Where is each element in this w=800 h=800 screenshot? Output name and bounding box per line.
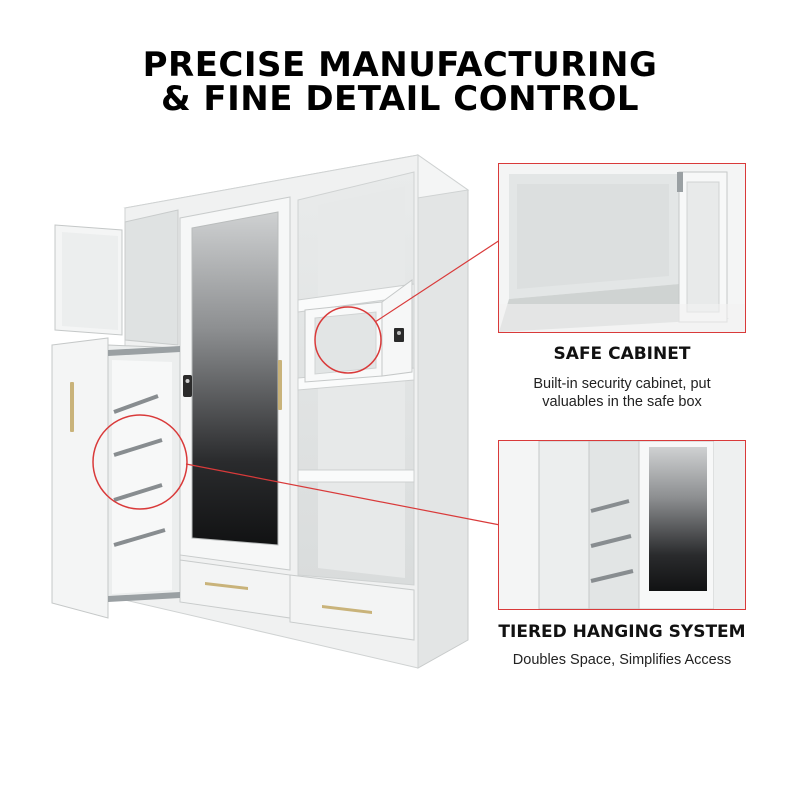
mirror-door (179, 196, 291, 571)
hanging-system-description-line-1: Doubles Space, Simplifies Access (512, 652, 732, 668)
left-upper-compartment (54, 209, 179, 346)
hanging-system-title: TIERED HANGING SYSTEM (498, 622, 746, 642)
safe-cabinet-description-line-1: Built-in security cabinet, put (533, 376, 711, 392)
headline-line-1: PRECISE MANUFACTURING (142, 45, 658, 85)
pull-out-hanging-unit (51, 337, 181, 619)
safe-cabinet-closeup (499, 164, 745, 332)
headline-line-2: & FINE DETAIL CONTROL (160, 79, 640, 119)
open-shelves (297, 171, 415, 586)
headline: PRECISE MANUFACTURING & FINE DETAIL CONT… (0, 48, 800, 116)
callout-markers (92, 239, 501, 526)
safe-cabinet-detail-image (498, 163, 746, 333)
safe-cabinet-description-line-2: valuables in the safe box (542, 394, 702, 410)
drawers (179, 559, 415, 641)
hanging-system-closeup (499, 441, 745, 609)
hanging-system-description: Doubles Space, Simplifies Access (492, 651, 752, 669)
safe-cabinet-title: SAFE CABINET (553, 344, 691, 364)
safe-cabinet-description: Built-in security cabinet, put valuables… (492, 375, 752, 411)
hanging-system-detail-image (498, 440, 746, 610)
